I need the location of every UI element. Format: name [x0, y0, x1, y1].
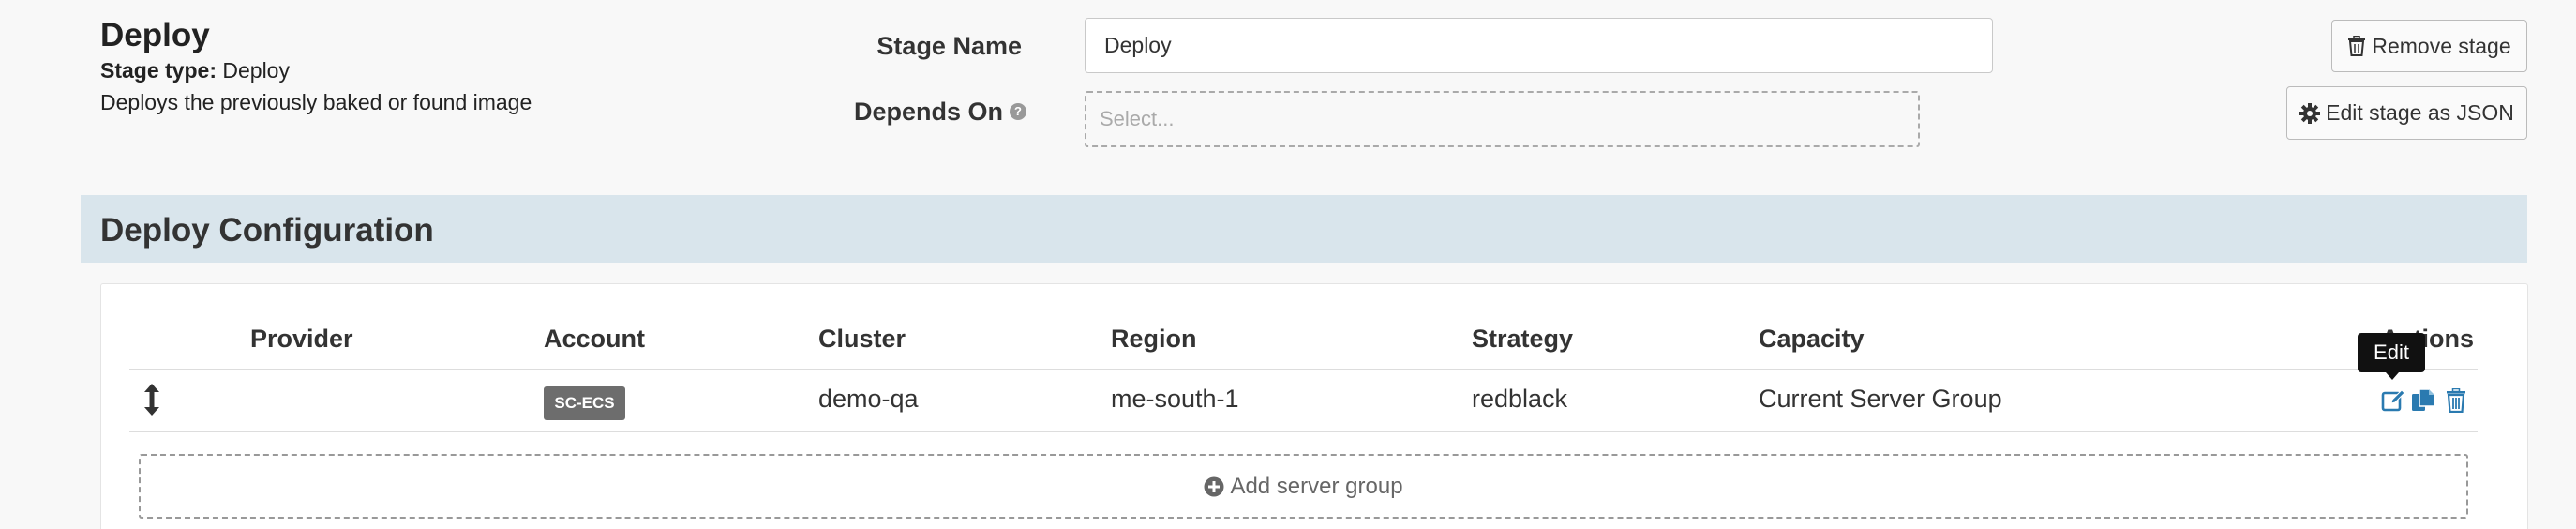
edit-icon[interactable]	[2381, 388, 2405, 413]
plus-circle-icon	[1204, 476, 1224, 496]
cell-strategy: redblack	[1472, 385, 1568, 413]
header-divider	[129, 369, 2478, 370]
edit-json-label: Edit stage as JSON	[2326, 100, 2514, 125]
edit-json-button[interactable]: Edit stage as JSON	[2286, 86, 2527, 140]
depends-on-label: Depends On	[853, 98, 1003, 126]
column-header-account: Account	[544, 325, 645, 353]
cell-region: me-south-1	[1111, 385, 1239, 413]
edit-tooltip: Edit	[2358, 333, 2425, 380]
column-header-region: Region	[1111, 325, 1197, 353]
server-groups-panel	[100, 283, 2528, 529]
stage-type-label: Stage type:	[100, 58, 217, 83]
remove-stage-button[interactable]: Remove stage	[2331, 20, 2527, 72]
stage-title: Deploy	[100, 17, 210, 53]
vertical-arrows-icon[interactable]	[142, 384, 161, 416]
depends-on-placeholder: Select...	[1100, 107, 1175, 130]
stage-name-label: Stage Name	[876, 32, 1022, 60]
stage-name-input[interactable]	[1085, 18, 1993, 73]
account-badge: SC-ECS	[544, 386, 625, 420]
column-header-strategy: Strategy	[1472, 325, 1574, 353]
section-title: Deploy Configuration	[100, 212, 434, 249]
column-header-cluster: Cluster	[818, 325, 906, 353]
add-server-group-label: Add server group	[1230, 473, 1403, 499]
copy-icon[interactable]	[2411, 388, 2435, 413]
cell-capacity: Current Server Group	[1759, 385, 2002, 413]
column-header-capacity: Capacity	[1759, 325, 1865, 353]
depends-on-select[interactable]: Select...	[1085, 91, 1920, 147]
help-icon[interactable]: ?	[1010, 103, 1026, 120]
delete-icon[interactable]	[2444, 388, 2468, 413]
row-divider	[129, 431, 2478, 432]
column-header-provider: Provider	[250, 325, 353, 353]
stage-type-value: Deploy	[222, 58, 290, 83]
add-server-group-button[interactable]: Add server group	[139, 454, 2468, 519]
remove-stage-label: Remove stage	[2372, 33, 2511, 58]
stage-type: Stage type: Deploy	[100, 58, 290, 83]
stage-description: Deploys the previously baked or found im…	[100, 90, 532, 114]
section-header: Deploy Configuration	[81, 195, 2527, 263]
cell-cluster: demo-qa	[818, 385, 919, 413]
trash-icon	[2348, 36, 2366, 56]
gear-icon	[2299, 102, 2321, 124]
